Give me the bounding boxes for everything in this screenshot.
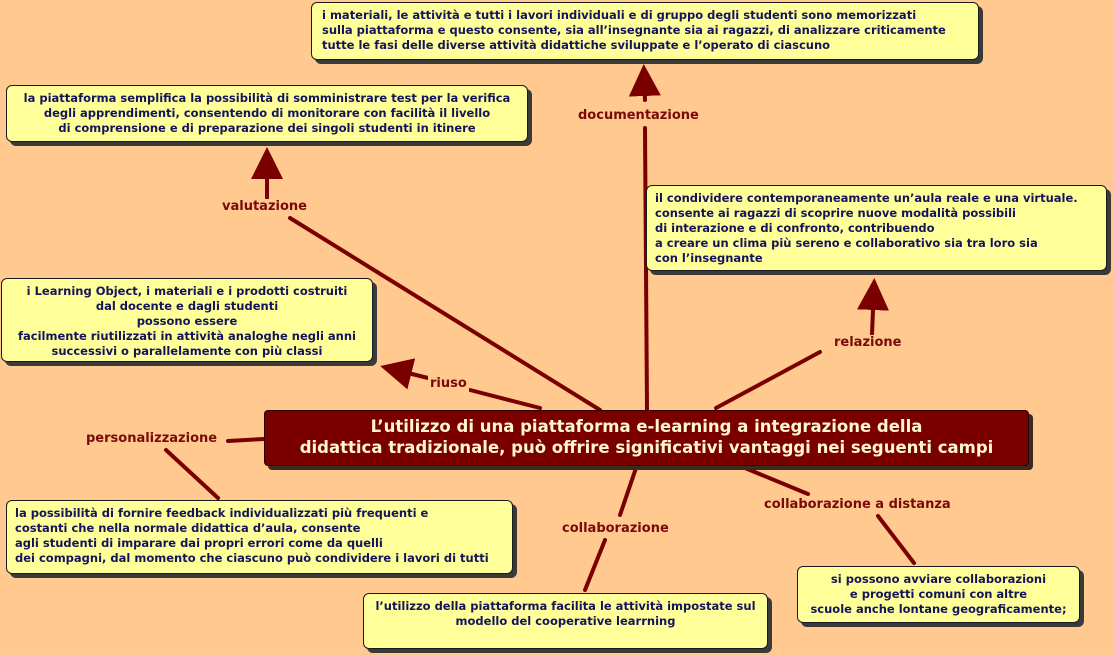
box-collaborazione: l’utilizzo della piattaforma facilita le… [363,593,768,649]
box-relazione: il condividere contemporaneamente un’aul… [646,185,1107,271]
link-collaborazione-distanza-box [876,514,916,565]
link-relazione [714,350,822,410]
link-collaborazione [618,466,638,517]
label-valutazione: valutazione [220,199,309,215]
label-collaborazione: collaborazione [560,521,671,537]
link-personalizzazione-box [164,448,220,500]
link-personalizzazione [226,437,266,443]
link-documentazione [643,126,649,412]
box-valutazione: la piattaforma semplifica la possibilità… [6,85,528,142]
label-documentazione: documentazione [576,108,701,124]
label-relazione: relazione [832,335,904,351]
link-collaborazione-distanza [743,466,810,496]
central-topic: L’utilizzo di una piattaforma e-learning… [264,410,1029,466]
arrow-relazione [857,278,889,336]
box-riuso: i Learning Object, i materiali e i prodo… [1,278,373,362]
arrow-documentazione [628,64,661,102]
arrow-riuso [380,358,430,390]
label-riuso: riuso [428,376,469,392]
box-documentazione: i materiali, le attività e tutti i lavor… [311,2,979,60]
label-personalizzazione: personalizzazione [84,431,220,447]
box-personalizzazione: la possibilità di fornire feedback indiv… [6,500,513,574]
box-collaborazione-a-distanza: si possono avviare collaborazioni e prog… [797,566,1080,623]
link-valutazione [288,216,602,412]
link-collaborazione-box [583,538,607,592]
link-riuso [468,388,542,410]
label-collaborazione-a-distanza: collaborazione a distanza [762,497,953,513]
